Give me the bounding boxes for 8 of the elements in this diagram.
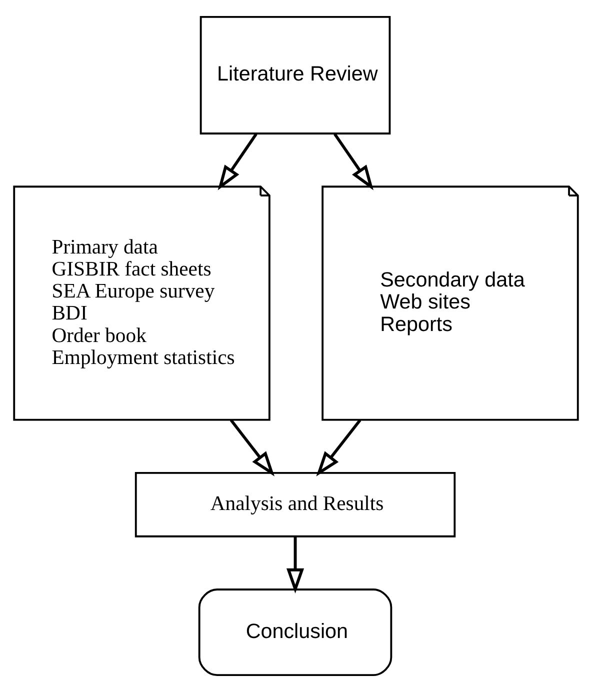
node-box: Analysis and Results [134, 471, 456, 537]
node-box: Conclusion [198, 588, 392, 676]
arrow [286, 536, 304, 594]
arrow [218, 132, 258, 190]
arrow [230, 418, 275, 476]
node-box: Literature Review [200, 15, 391, 134]
arrow [316, 418, 362, 476]
arrow [334, 132, 374, 190]
